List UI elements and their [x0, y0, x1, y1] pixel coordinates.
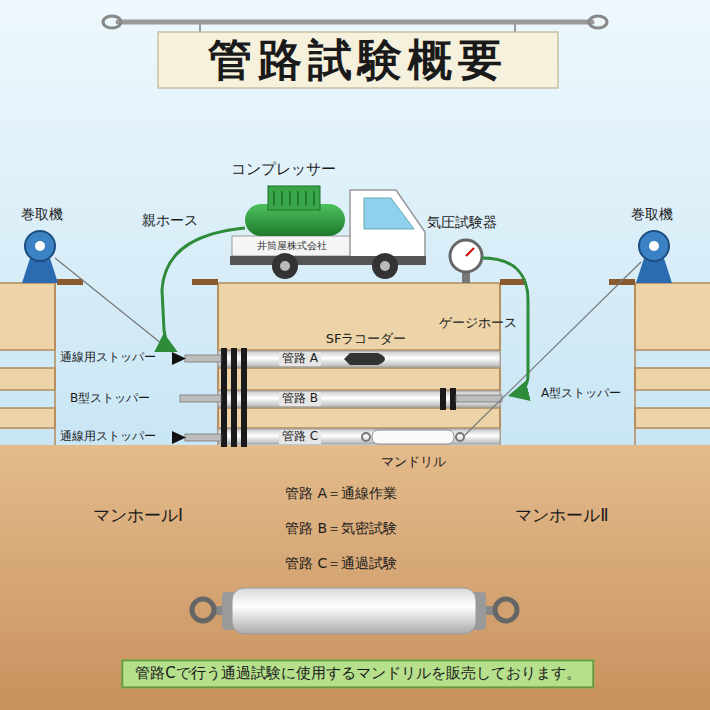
part-label: 通線用ストッパー [60, 430, 156, 444]
part-label: A型ストッパー [541, 387, 621, 401]
part-label: 気圧試験器 [427, 214, 497, 230]
part-label: 親ホース [142, 212, 198, 228]
part-label: 通線用ストッパー [60, 351, 156, 365]
part-label: コンプレッサー [231, 161, 336, 178]
part-label: 巻取機 [21, 206, 63, 222]
part-label: マンホールⅠ [93, 506, 183, 526]
part-label: マンホールⅡ [515, 506, 608, 526]
part-label: 管路 A [279, 352, 321, 366]
part-label: ゲージホース [439, 316, 517, 331]
part-label: B型ストッパー [70, 392, 150, 406]
part-label: 管路 A＝通線作業 [285, 485, 397, 501]
part-label: 井筒屋株式会社 [257, 240, 327, 252]
part-label: 管路 B＝気密試験 [285, 520, 397, 536]
part-label: 管路 C [279, 430, 321, 444]
part-label: 巻取機 [631, 206, 673, 222]
part-label: 管路 B [279, 392, 321, 406]
part-label: SFラコーダー [326, 332, 407, 347]
title: 管路試験概要 [208, 35, 508, 86]
part-label: 管路 C＝通過試験 [285, 555, 397, 571]
caption: 管路Cで行う通過試験に使用するマンドリルを販売しております。 [121, 659, 594, 688]
part-label: マンドリル [381, 455, 446, 470]
